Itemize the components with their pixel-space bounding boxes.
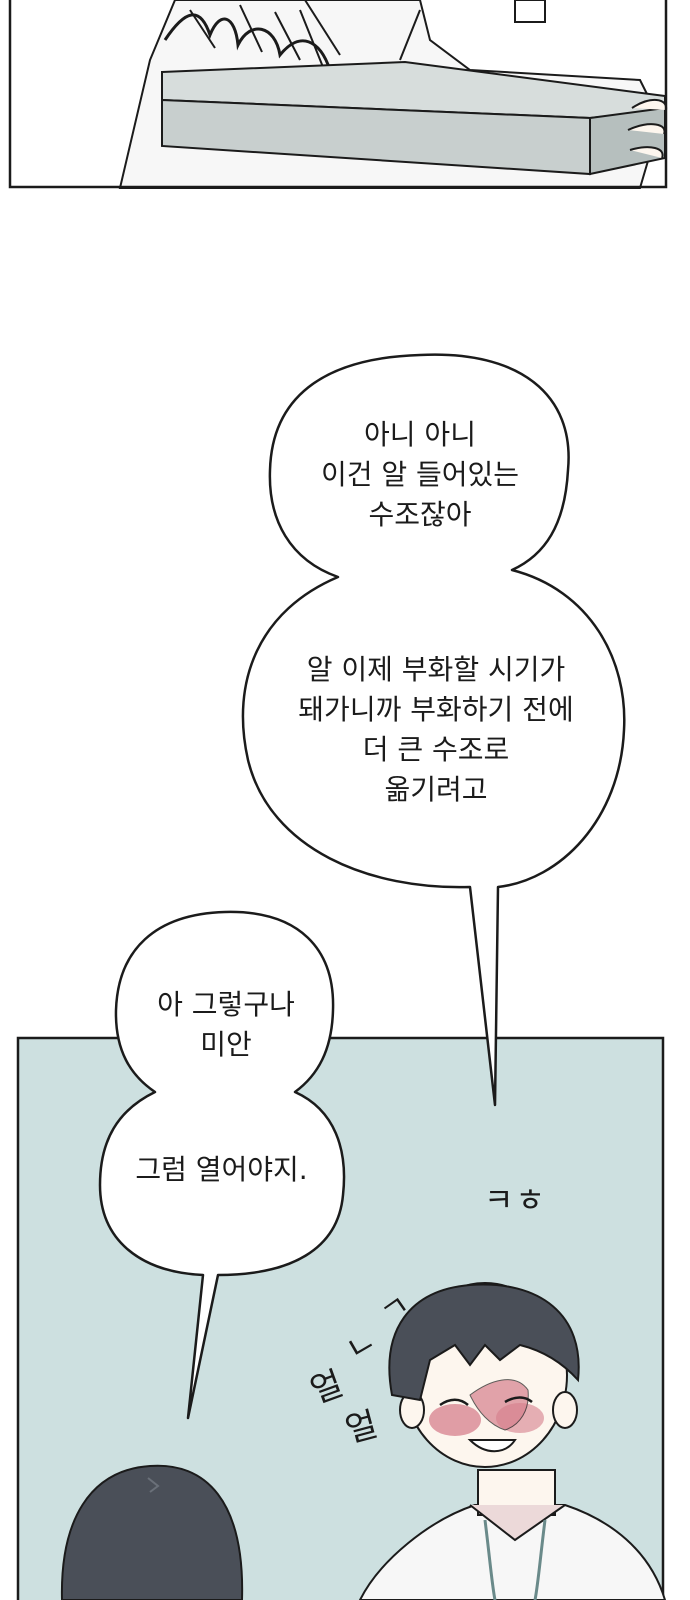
covering-hand (469, 1379, 529, 1431)
neck (477, 1469, 556, 1516)
main-character-hair (388, 1283, 580, 1402)
top-panel (8, 0, 668, 189)
hand-sketch (163, 13, 332, 71)
bubble-3-text: 아 그렇구나 미안 (116, 985, 336, 1065)
bubble-2-line-1: 알 이제 부화할 시기가 (306, 653, 566, 686)
closed-eyes (439, 1396, 533, 1407)
bubble-4-line-1: 그럼 열어야지. (135, 1153, 308, 1186)
smiling-mouth (467, 1439, 517, 1453)
bubble-1-line-1: 아니 아니 (364, 418, 476, 451)
blush-left (429, 1404, 481, 1436)
foreground-character-hair (60, 1464, 244, 1600)
hand-sketch-2 (189, 4, 326, 73)
bubble-1-text: 아니 아니 이건 알 들어있는 수조잖아 (270, 415, 570, 535)
id-badge (514, 0, 546, 23)
coat-fold-2 (399, 9, 421, 61)
bubble-4-text: 그럼 열어야지. (100, 1150, 343, 1190)
bubble-2-line-4: 옮기려고 (384, 773, 488, 806)
speech-bubble-3-4 (98, 910, 346, 1420)
coat-fold (304, 0, 341, 56)
lanyard (483, 1519, 547, 1600)
speech-bubble-1-2 (241, 353, 626, 1107)
bubble-2-line-2: 돼가니까 부화하기 전에 (298, 693, 574, 726)
bubble-1-line-3: 수조잖아 (368, 498, 472, 531)
bubble-2-line-3: 더 큰 수조로 (362, 733, 510, 766)
bubble-3-line-2: 미안 (200, 1028, 252, 1061)
bubble-3-line-1: 아 그렇구나 (157, 988, 295, 1021)
shirt-collar (469, 1504, 566, 1542)
right-ear (552, 1391, 578, 1429)
foreground-hair-strand (147, 1477, 160, 1493)
top-panel-border (8, 0, 668, 189)
bubble-1-line-2: 이건 알 들어있는 (320, 458, 520, 491)
bubble-2-text: 알 이제 부화할 시기가 돼가니까 부화하기 전에 더 큰 수조로 옮기려고 (248, 650, 624, 810)
sfx-laugh: ㅋㅎ (484, 1181, 547, 1219)
